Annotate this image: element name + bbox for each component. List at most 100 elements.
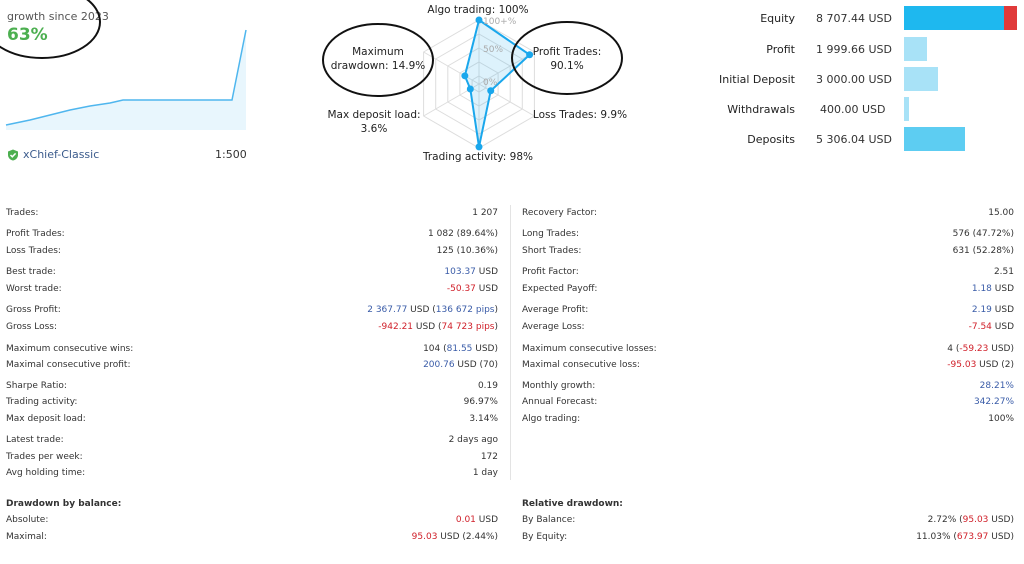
summary-bar-deposits xyxy=(904,127,965,151)
stat-label: Latest trade: xyxy=(6,435,64,445)
stat-row-annual-forecast: Annual Forecast: 342.27% xyxy=(522,396,1014,409)
summary-value-withdrawals: 400.00 USD xyxy=(820,103,886,116)
radar-chart: 100+%50%0% xyxy=(423,16,535,151)
broker-link[interactable]: xChief-Classic xyxy=(7,148,99,161)
summary-value-deposits: 5 306.04 USD xyxy=(816,133,892,146)
stat-row-expected-payoff: Expected Payoff:1.18 USD xyxy=(522,283,1014,296)
stat-value: 28.21% xyxy=(980,380,1014,393)
stat-label: Maximal: xyxy=(6,532,47,542)
stat-value-part: 136 672 pips xyxy=(435,305,495,315)
stat-value-part: -942.21 xyxy=(378,322,414,332)
radar-point xyxy=(461,72,469,80)
radar-ring-label: 100+% xyxy=(483,17,517,27)
growth-value: 63% xyxy=(7,25,48,45)
stat-row-by-balance: By Balance: 2.72% (95.03 USD) xyxy=(522,514,1014,527)
stat-label: Algo trading: xyxy=(522,414,581,424)
radar-label-algo-trading: Algo trading: 100% xyxy=(427,4,529,16)
column-divider xyxy=(510,205,511,480)
summary-value-profit: 1 999.66 USD xyxy=(816,43,892,56)
stat-row-average-profit: Average Profit:2.19 USD xyxy=(522,304,1014,317)
stat-row-gross-loss: Gross Loss: -942.21 USD (74 723 pips) xyxy=(6,321,498,334)
stat-row-algo-trading: Algo trading: 100% xyxy=(522,413,1014,426)
stat-value-part: 1 082 (89.64%) xyxy=(428,229,498,239)
stat-value-part: 104 ( xyxy=(423,344,447,354)
stat-value: 172 xyxy=(481,451,498,464)
stat-value-part: 100% xyxy=(988,414,1014,424)
stat-value-part: 172 xyxy=(480,452,498,462)
radar-label-profit-trades: Profit Trades: 90.1% xyxy=(532,46,602,72)
stat-value-part: 2 days ago xyxy=(448,435,498,445)
stat-label: Recovery Factor: xyxy=(522,208,598,218)
stat-value-part: USD ( xyxy=(407,305,436,315)
stat-value-part: 95.03 xyxy=(962,515,989,525)
stat-value: 1 day xyxy=(473,467,498,480)
stat-value-part: USD xyxy=(475,284,498,294)
stat-value-part: USD ( xyxy=(413,322,442,332)
radar-label-trading-activity: Trading activity: 98% xyxy=(422,151,534,163)
stat-value-part: 95.03 xyxy=(411,532,438,542)
stat-value: -95.03 USD (2) xyxy=(947,359,1014,372)
stat-value: 96.97% xyxy=(464,396,498,409)
stat-label: Absolute: xyxy=(6,515,49,525)
stat-value: 2.51 xyxy=(994,266,1014,279)
stat-value-part: 81.55 xyxy=(446,344,473,354)
stat-value: 2 days ago xyxy=(449,434,498,447)
stat-value-part: USD) xyxy=(988,344,1014,354)
stat-row-trading-activity: Trading activity: 96.97% xyxy=(6,396,498,409)
stat-row-relative-drawdown: Relative drawdown: xyxy=(522,498,1014,511)
stat-value: 125 (10.36%) xyxy=(437,245,498,258)
stat-row-short-trades: Short Trades:631 (52.28%) xyxy=(522,245,1014,258)
stat-row-maximal: Maximal: 95.03 USD (2.44%) xyxy=(6,531,498,544)
radar-point xyxy=(487,87,495,95)
summary-bar-withdrawals xyxy=(904,97,909,121)
stat-row-maximum-consecutive-losses: Maximum consecutive losses:4 (-59.23 USD… xyxy=(522,343,1014,356)
stat-value-part: 125 (10.36%) xyxy=(436,246,498,256)
stat-value-part: 0.19 xyxy=(477,381,498,391)
stat-label: Monthly growth: xyxy=(522,381,596,391)
stat-value-part: USD xyxy=(991,322,1014,332)
stat-row-recovery-factor: Recovery Factor:15.00 xyxy=(522,207,1014,220)
growth-line xyxy=(5,29,247,126)
stat-value-part: 631 (52.28%) xyxy=(952,246,1014,256)
stat-label: Profit Trades: xyxy=(6,229,65,239)
stat-label: Best trade: xyxy=(6,267,56,277)
stat-value-part: -7.54 xyxy=(968,322,992,332)
stat-label: Trading activity: xyxy=(6,397,78,407)
stat-row-worst-trade: Worst trade:-50.37 USD xyxy=(6,283,498,296)
stat-label: Long Trades: xyxy=(522,229,580,239)
stat-label: Maximal consecutive profit: xyxy=(6,360,131,370)
stat-label: Gross Loss: xyxy=(6,322,57,332)
stat-label: Avg holding time: xyxy=(6,468,86,478)
stat-value: 2.72% (95.03 USD) xyxy=(928,514,1014,527)
stat-row-best-trade: Best trade: 103.37 USD xyxy=(6,266,498,279)
stat-value: 1 207 xyxy=(472,207,498,220)
stat-row-absolute: Absolute:0.01 USD xyxy=(6,514,498,527)
summary-label-equity: Equity xyxy=(760,12,795,25)
stat-label: Maximal consecutive loss: xyxy=(522,360,640,370)
stat-value-part: 1 207 xyxy=(472,208,498,218)
stat-row-max-deposit-load: Max deposit load:3.14% xyxy=(6,413,498,426)
stat-value-part: ) xyxy=(494,305,498,315)
stat-value-part: ) xyxy=(494,322,498,332)
stat-value-part: 74 723 pips xyxy=(441,322,495,332)
stat-label: Annual Forecast: xyxy=(522,397,598,407)
stat-value: 103.37 USD xyxy=(444,266,498,279)
stat-value: 95.03 USD (2.44%) xyxy=(412,531,498,544)
radar-point xyxy=(466,85,474,93)
stat-value-part: USD (70) xyxy=(454,360,498,370)
radar-point xyxy=(475,143,483,151)
stat-value-part: USD xyxy=(475,515,498,525)
radar-point xyxy=(475,16,483,24)
stat-value-part: 2 367.77 xyxy=(367,305,408,315)
summary-bar-equity xyxy=(904,6,1005,30)
stat-row-maximal-consecutive-profit: Maximal consecutive profit:200.76 USD (7… xyxy=(6,359,498,372)
summary-label-initial-deposit: Initial Deposit xyxy=(719,73,795,86)
stat-value: 1.18 USD xyxy=(972,283,1014,296)
stat-label: Average Loss: xyxy=(522,322,585,332)
stat-value-part: 342.27% xyxy=(973,397,1014,407)
stat-value: 104 (81.55 USD) xyxy=(423,343,498,356)
stat-label: By Balance: xyxy=(522,515,576,525)
stat-value-part: -59.23 xyxy=(959,344,989,354)
stat-value-part: USD) xyxy=(988,515,1014,525)
stat-value-part: 2.72% ( xyxy=(927,515,963,525)
